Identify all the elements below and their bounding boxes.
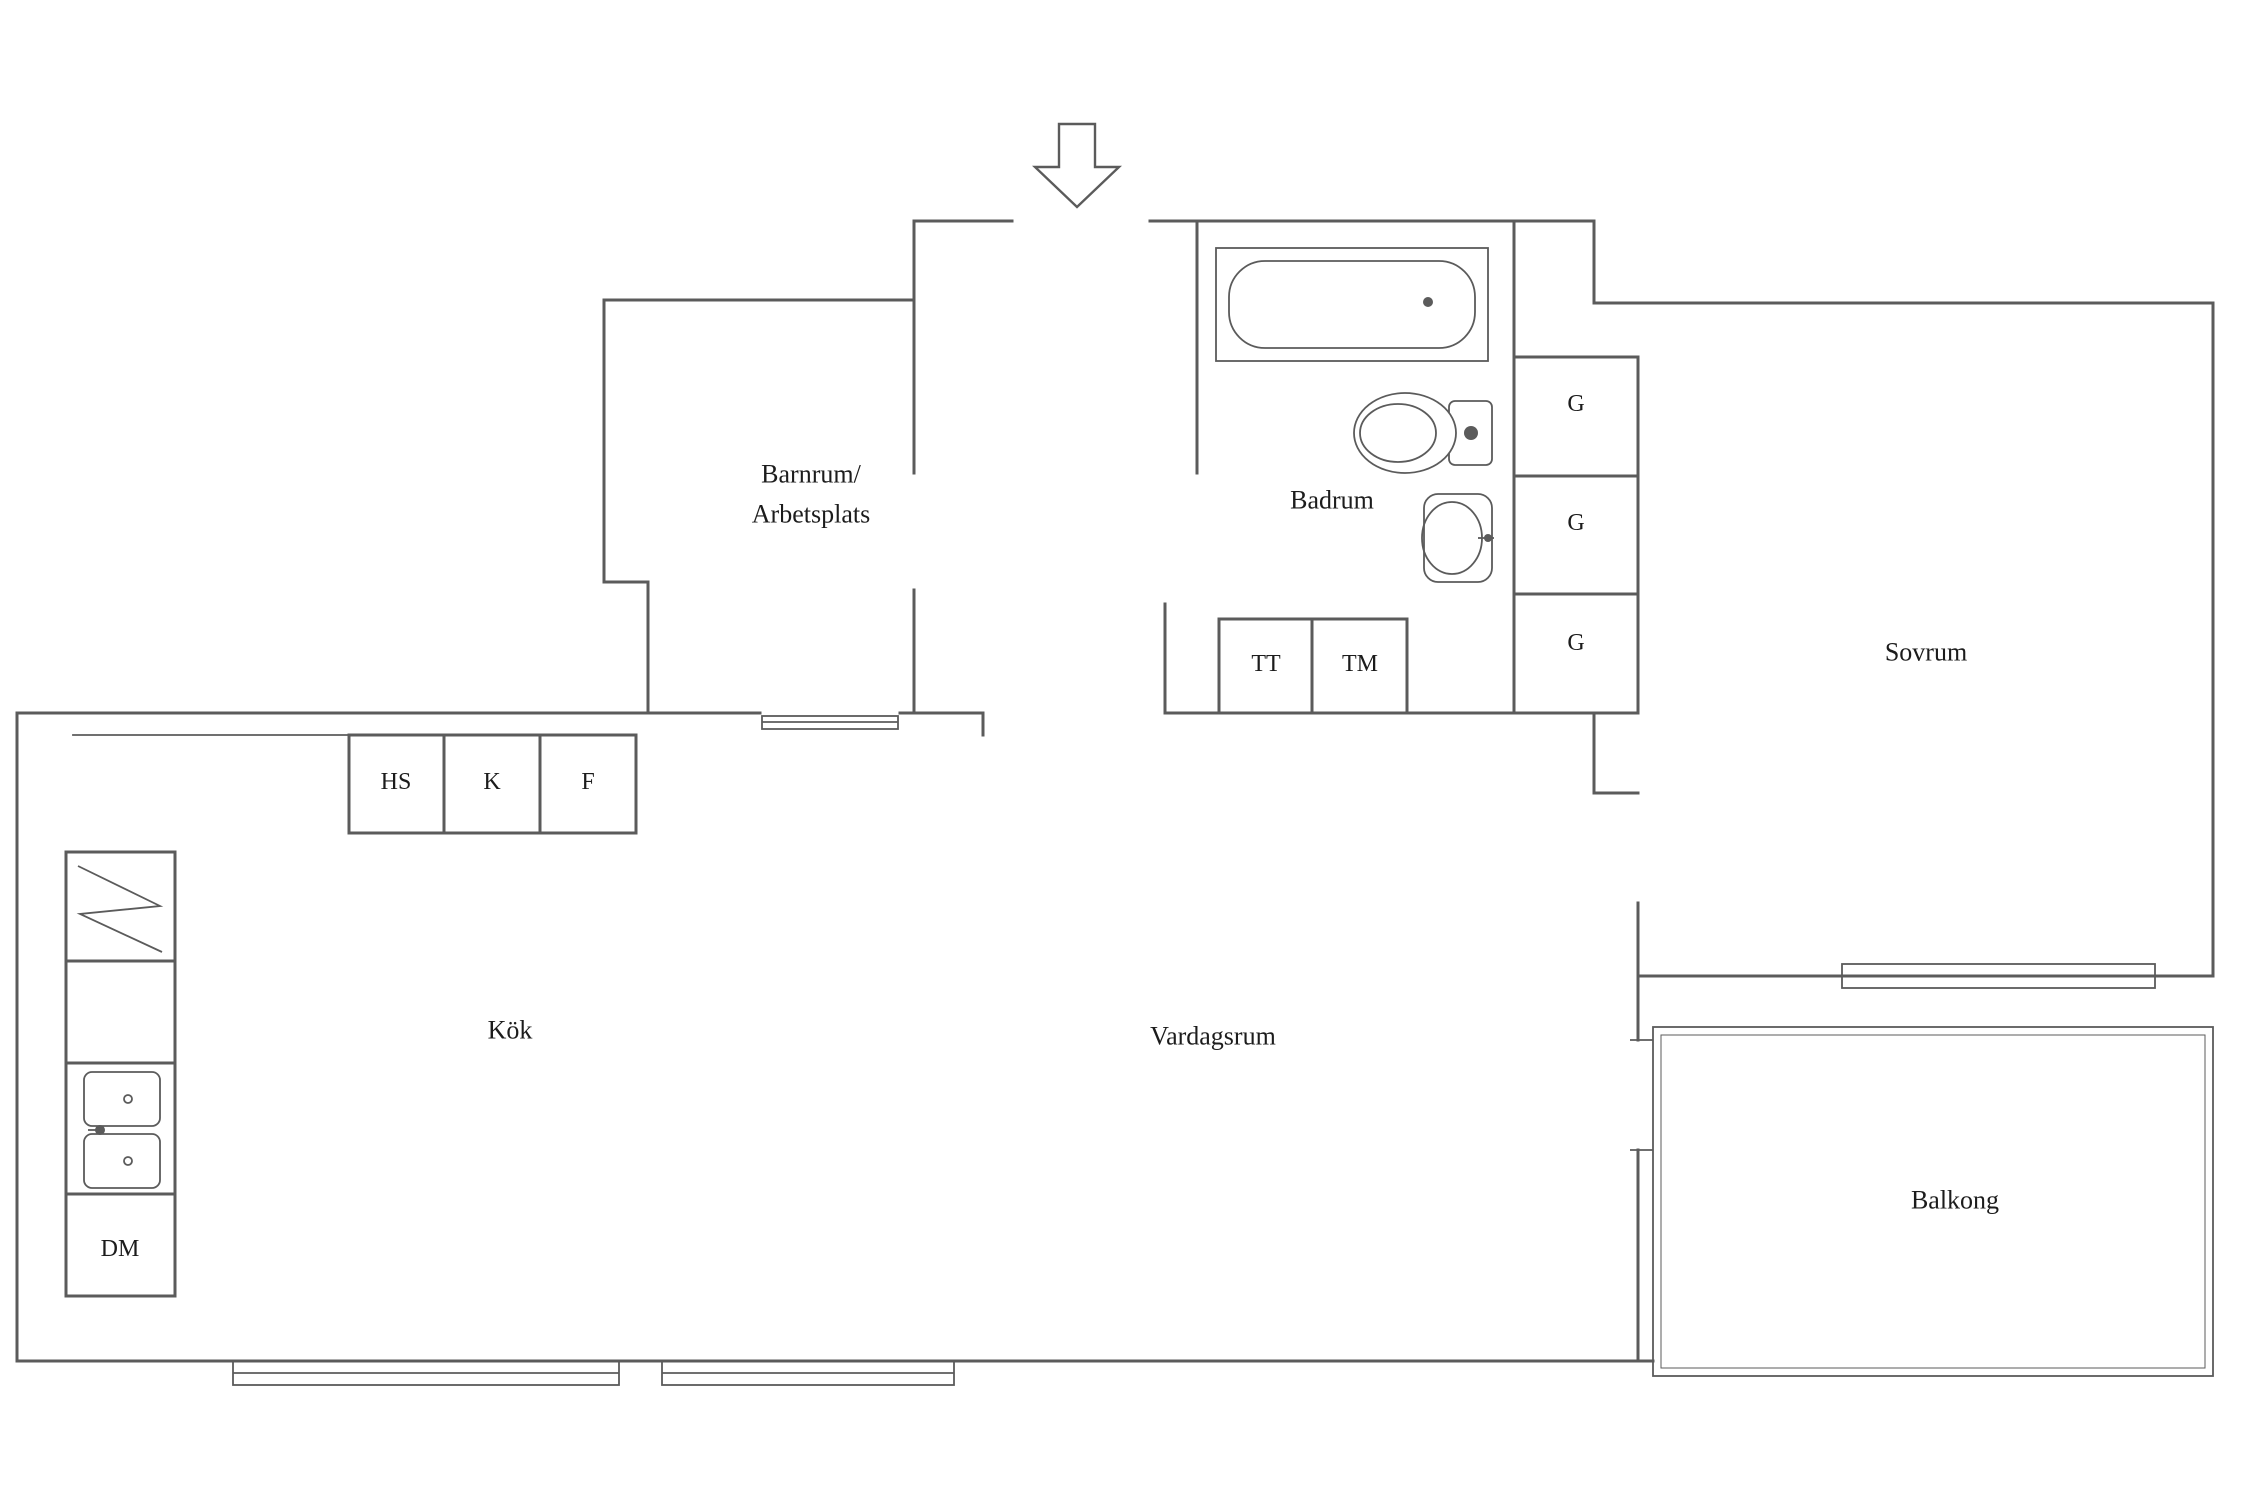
stove-icon xyxy=(76,865,164,953)
laundry-units xyxy=(1217,617,1409,715)
counter-column-dividers xyxy=(64,959,177,1196)
appliance-label-dm: DM xyxy=(101,1236,140,1262)
sink-drain-bottom xyxy=(123,1156,133,1166)
bathtub-drain xyxy=(1423,297,1433,307)
closet-label-g1: G xyxy=(1567,391,1584,417)
room-label-badrum: Badrum xyxy=(1290,486,1374,515)
sovrum-balcony-walls xyxy=(1592,711,2215,1363)
room-label-barnrum-line2: Arbetsplats xyxy=(752,500,870,529)
room-label-sovrum: Sovrum xyxy=(1885,638,1967,667)
wardrobe-column-walls xyxy=(1512,355,1640,715)
counter-column xyxy=(64,850,177,1298)
entrance-arrow-icon xyxy=(1032,122,1122,209)
divider-walls xyxy=(15,711,985,737)
bathtub-icon xyxy=(1215,247,1489,362)
bathroom-sink-faucet xyxy=(1484,534,1492,542)
outer-left-bottom-walls xyxy=(15,711,1655,1363)
window-icons xyxy=(232,715,2156,1386)
room-label-kok: Kök xyxy=(488,1016,533,1045)
sink-faucet xyxy=(95,1125,105,1135)
sink-drain-top xyxy=(123,1094,133,1104)
bathroom-sink-icon xyxy=(1421,493,1494,583)
laundry-label-tt: TT xyxy=(1251,651,1281,677)
toilet-flush-button xyxy=(1464,426,1478,440)
toilet-icon xyxy=(1353,392,1493,474)
window-icon-kitchen xyxy=(232,1360,620,1386)
bathroom-walls xyxy=(1163,219,1640,715)
laundry-label-tm: TM xyxy=(1342,651,1378,677)
upper-cabinet-row xyxy=(347,733,638,835)
closet-label-g3: G xyxy=(1567,630,1584,656)
toilet-bowl xyxy=(1353,392,1457,474)
balcony-door-icon xyxy=(1630,1039,1653,1151)
cabinet-label-k: K xyxy=(483,769,501,795)
walls xyxy=(15,219,2215,1363)
outer-top-walls xyxy=(912,219,2215,978)
room-labels: Barnrum/ Arbetsplats Badrum Sovrum Kök V… xyxy=(101,391,1999,1262)
sink-bowl-bottom xyxy=(83,1133,161,1189)
bathtub-inner xyxy=(1228,260,1476,349)
room-label-barnrum-line1: Barnrum/ xyxy=(761,460,861,489)
window-icon-sovrum xyxy=(1841,963,2156,989)
upper-cabinet-dividers xyxy=(442,733,542,835)
toilet-bowl-inner xyxy=(1359,403,1437,463)
kitchen-cabinets xyxy=(64,733,638,1298)
kitchen-sink-icon xyxy=(83,1071,161,1189)
entrance-arrow-shape xyxy=(1032,122,1122,209)
bathtub-outer xyxy=(1215,247,1489,362)
bathroom-sink-basin xyxy=(1421,501,1483,575)
room-label-balkong: Balkong xyxy=(1911,1186,1999,1215)
cabinet-label-hs: HS xyxy=(381,769,412,795)
balcony-outline xyxy=(1652,1026,2214,1377)
barnrum-walls xyxy=(602,219,916,715)
sliding-door-icon xyxy=(761,715,899,730)
room-label-vardagsrum: Vardagsrum xyxy=(1150,1022,1276,1051)
balcony-rail-inner xyxy=(1660,1034,2206,1369)
cabinet-label-f: F xyxy=(581,769,594,795)
balcony-rail-outer xyxy=(1652,1026,2214,1377)
closet-label-g2: G xyxy=(1567,510,1584,536)
window-icon-livingroom xyxy=(661,1360,955,1386)
sink-bowl-top xyxy=(83,1071,161,1127)
stove-zigzag xyxy=(76,865,164,953)
